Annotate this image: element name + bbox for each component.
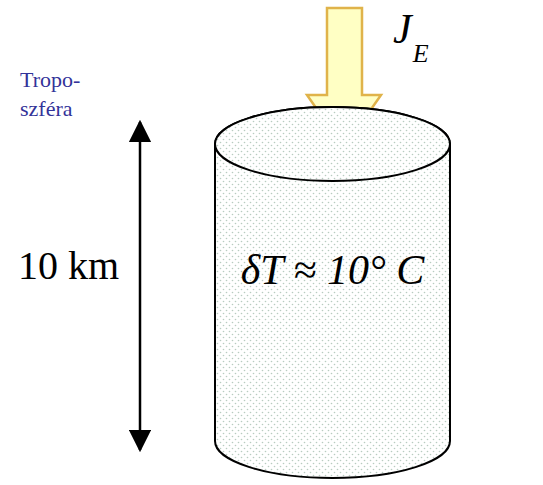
dimension-label: 10 km xyxy=(18,244,119,288)
height-arrow xyxy=(139,122,142,450)
flux-symbol: J xyxy=(393,6,412,52)
node-text: δT ≈ 10° C xyxy=(241,246,424,294)
cylinder-shape: δT ≈ 10° C xyxy=(213,105,452,480)
region-label: Tropo- szféra xyxy=(20,66,92,123)
flux-subscript: E xyxy=(413,40,429,69)
